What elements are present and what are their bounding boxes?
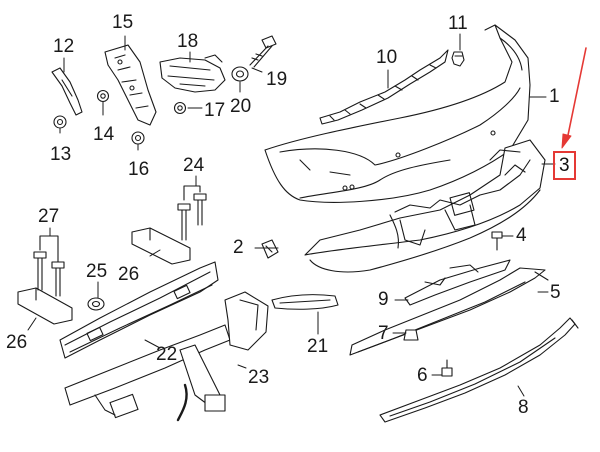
callout-17[interactable]: 17 — [204, 100, 226, 121]
part-23-tow-hitch[interactable] — [65, 292, 268, 420]
part-4-screw[interactable] — [492, 232, 502, 250]
part-6-screw[interactable] — [442, 360, 452, 376]
part-9-trim[interactable] — [405, 260, 510, 305]
part-20-nut[interactable] — [232, 67, 248, 81]
part-7-clip[interactable] — [404, 330, 418, 340]
part-18-bracket[interactable] — [160, 55, 225, 92]
callout-26-right[interactable]: 26 — [118, 264, 140, 285]
leader-lines — [27, 33, 556, 397]
part-16-clip[interactable] — [132, 132, 144, 144]
part-26-bracket-left[interactable] — [18, 288, 72, 324]
callout-14[interactable]: 14 — [93, 124, 115, 145]
part-17-clip[interactable] — [175, 103, 186, 114]
callout-18[interactable]: 18 — [177, 31, 199, 52]
part-26-bracket-right[interactable] — [132, 228, 190, 264]
part-21-reflector[interactable] — [272, 295, 338, 310]
part-11-clip[interactable] — [452, 52, 464, 66]
callout-12[interactable]: 12 — [53, 36, 75, 57]
callout-21[interactable]: 21 — [307, 336, 329, 357]
part-2-clip[interactable] — [262, 240, 278, 258]
part-15-side-bracket[interactable] — [105, 45, 156, 125]
callout-13[interactable]: 13 — [50, 144, 72, 165]
part-1-upper-bumper-cover[interactable] — [265, 25, 530, 202]
callout-9[interactable]: 9 — [378, 289, 389, 310]
part-22-impact-bar[interactable] — [60, 262, 218, 358]
part-13-clip[interactable] — [54, 116, 66, 128]
callout-7[interactable]: 7 — [378, 323, 389, 344]
callout-11[interactable]: 11 — [448, 13, 468, 34]
callout-24[interactable]: 24 — [183, 155, 205, 176]
callout-22[interactable]: 22 — [156, 344, 178, 365]
callout-26-left[interactable]: 26 — [6, 332, 28, 353]
highlight-arrow — [561, 47, 587, 149]
callout-8[interactable]: 8 — [518, 397, 529, 418]
callout-2[interactable]: 2 — [233, 237, 244, 258]
callout-15[interactable]: 15 — [112, 12, 134, 33]
callout-4[interactable]: 4 — [516, 225, 527, 246]
callout-5[interactable]: 5 — [550, 282, 561, 303]
callout-23[interactable]: 23 — [248, 367, 270, 388]
callout-27[interactable]: 27 — [38, 206, 60, 227]
callout-25[interactable]: 25 — [86, 261, 108, 282]
part-27-bolts[interactable] — [34, 236, 64, 296]
callout-16[interactable]: 16 — [128, 159, 150, 180]
callout-6[interactable]: 6 — [417, 365, 428, 386]
part-19-bolt[interactable] — [250, 36, 276, 67]
part-10-bracket[interactable] — [320, 50, 448, 124]
callout-20[interactable]: 20 — [230, 96, 252, 117]
callout-3[interactable]: 3 — [553, 151, 576, 180]
callout-10[interactable]: 10 — [376, 47, 398, 68]
part-14-clip[interactable] — [98, 91, 109, 102]
part-25-nut[interactable] — [88, 298, 104, 310]
part-12-bracket[interactable] — [52, 68, 82, 115]
part-3-lower-bumper-cover[interactable] — [305, 140, 545, 272]
part-8-lower-strip[interactable] — [380, 318, 578, 422]
callout-1[interactable]: 1 — [549, 86, 560, 107]
callout-19[interactable]: 19 — [266, 69, 288, 90]
part-24-bolts[interactable] — [178, 186, 206, 240]
